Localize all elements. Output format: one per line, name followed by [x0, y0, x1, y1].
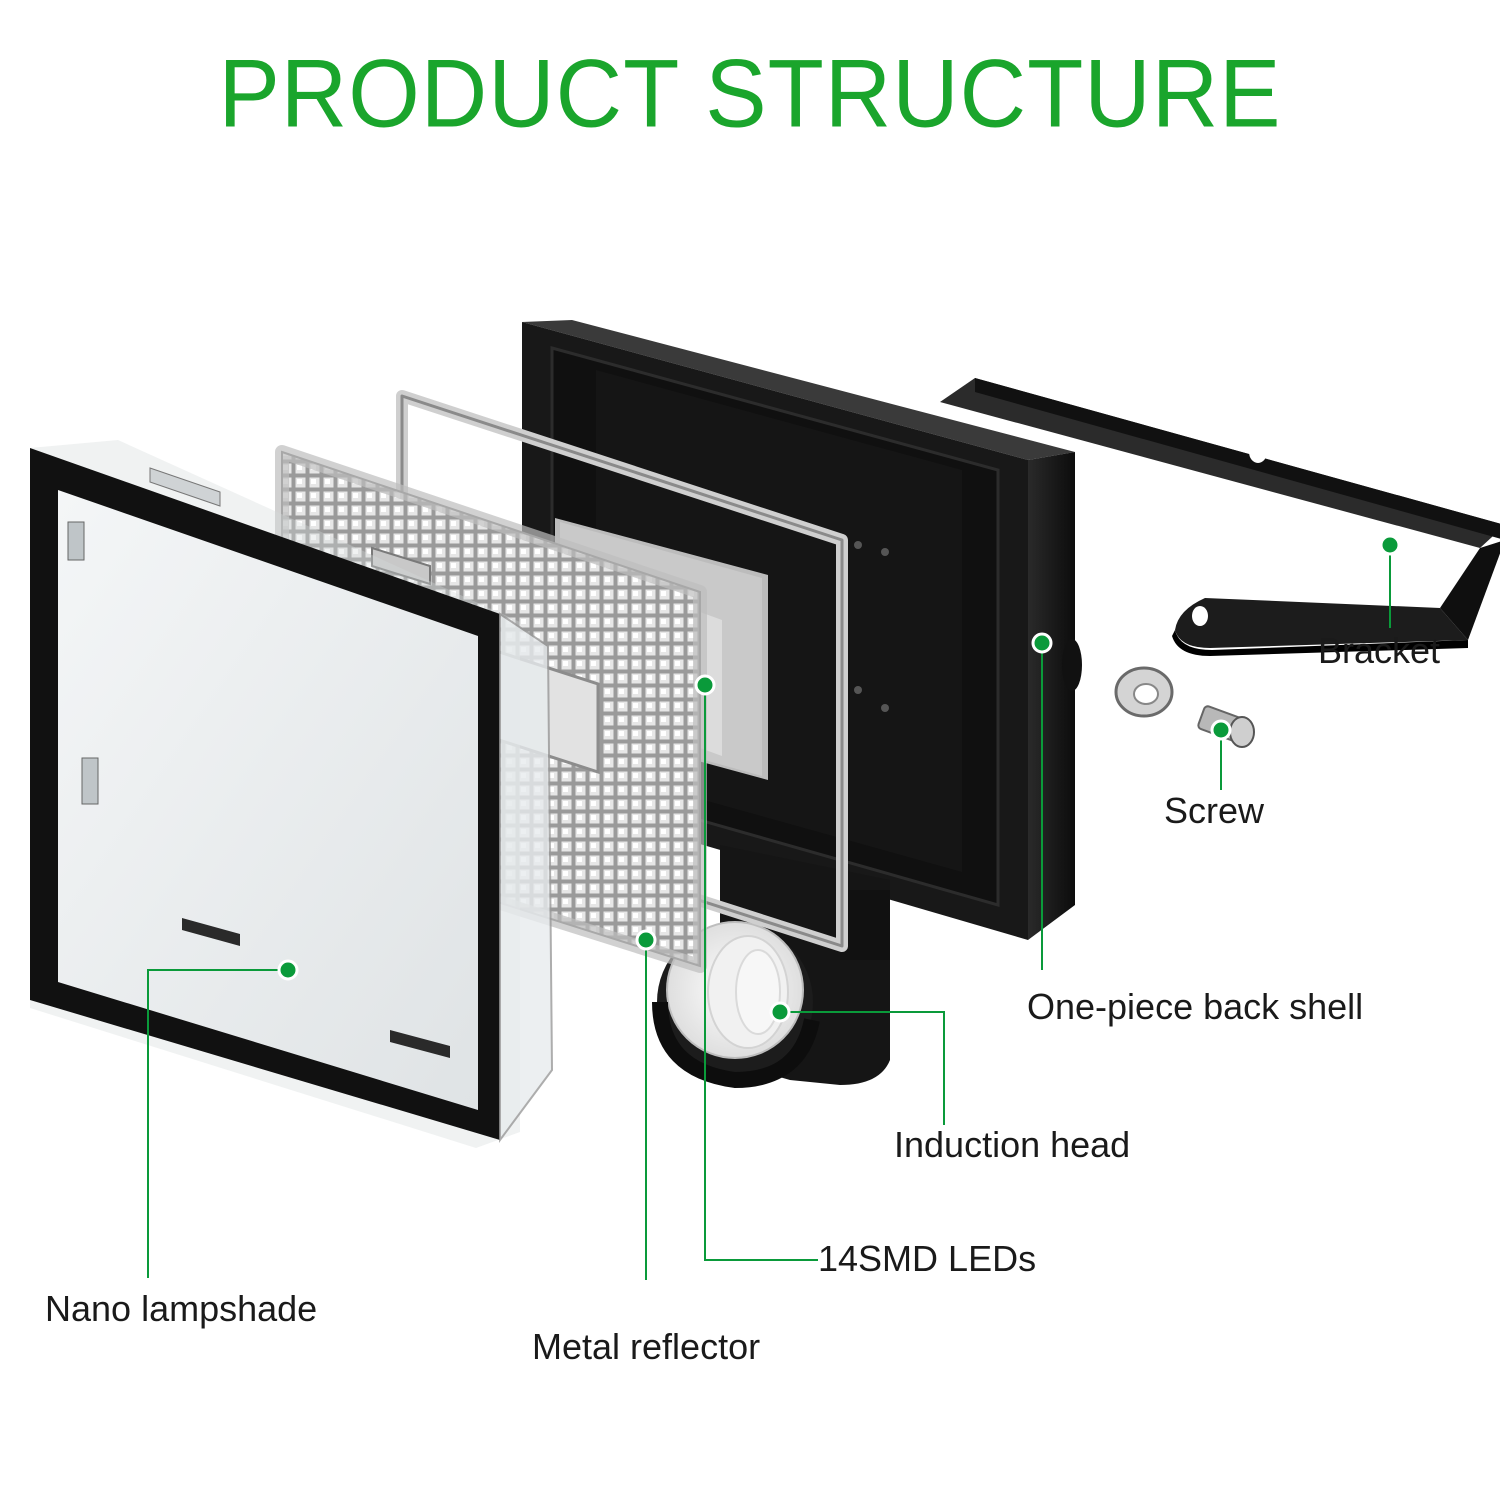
induction-head-dot — [769, 1001, 791, 1023]
leds-leader — [704, 685, 818, 1261]
page-title: PRODUCT STRUCTURE — [218, 40, 1282, 148]
label-bracket: Bracket — [1318, 630, 1441, 671]
bracket-dot — [1379, 534, 1401, 556]
lampshade-leader — [147, 969, 288, 1278]
label-back-shell: One-piece back shell — [1027, 986, 1364, 1027]
label-leds: 14SMD LEDs — [818, 1238, 1037, 1279]
label-reflector: Metal reflector — [532, 1326, 761, 1367]
lampshade-dot — [277, 959, 299, 981]
washer-part — [1114, 666, 1174, 718]
leds-dot — [694, 674, 716, 696]
callout-dots — [277, 534, 1401, 1023]
reflector-dot — [635, 929, 657, 951]
label-induction-head: Induction head — [894, 1124, 1131, 1165]
back-shell-dot — [1031, 632, 1053, 654]
induction-head-leader — [780, 1011, 945, 1125]
nano-lampshade-part — [30, 440, 554, 1148]
label-lampshade: Nano lampshade — [45, 1288, 318, 1329]
label-screw: Screw — [1164, 790, 1265, 831]
screw-dot — [1210, 719, 1232, 741]
callout-lines — [147, 545, 1391, 1280]
bracket-part — [940, 378, 1500, 656]
